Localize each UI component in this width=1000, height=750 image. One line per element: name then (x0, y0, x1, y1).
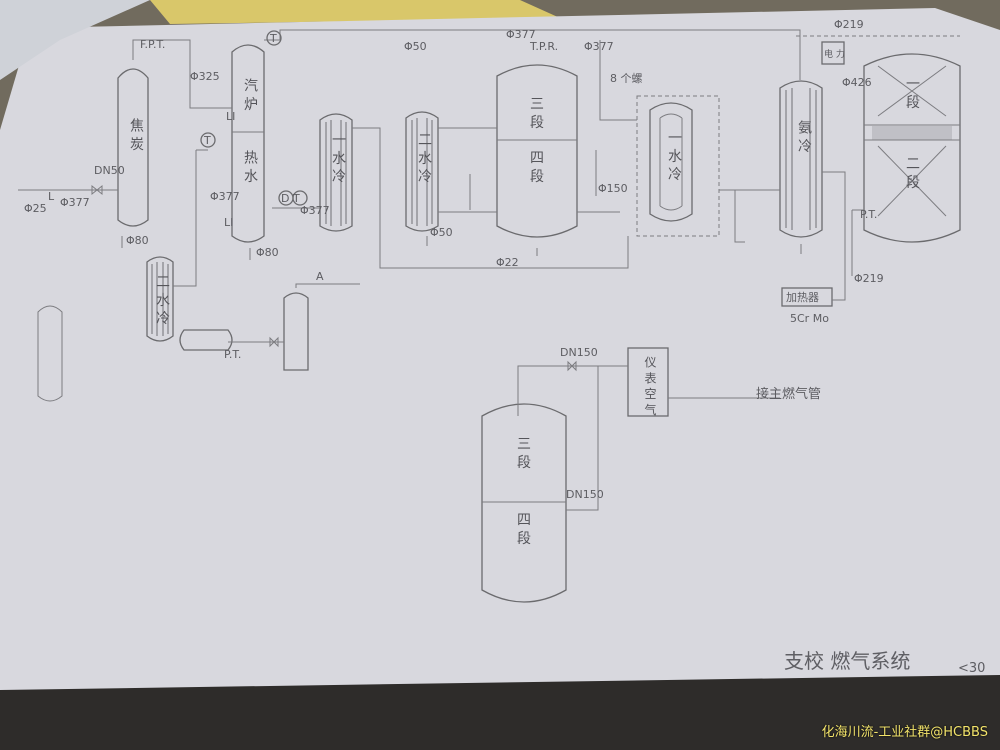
boiler-column: 汽 炉 热 水 (231, 44, 265, 243)
li-label: LI (224, 216, 233, 229)
d50b-label: Φ50 (430, 226, 453, 239)
t-top-label: T (269, 32, 277, 45)
stage34-bottom-label: 四 段 (528, 150, 544, 183)
d22-label: Φ22 (496, 256, 519, 269)
small-drum (283, 292, 309, 371)
paper-sheet (0, 8, 1000, 700)
water-cooler-3: 二 水 冷 (146, 256, 174, 342)
d219-label: Φ219 (834, 18, 864, 31)
stage34b-top-label: 三 段 (515, 436, 531, 469)
page-number: <30 (958, 661, 985, 676)
dn50-label: DN50 (94, 164, 125, 177)
horizontal-drum (179, 329, 233, 351)
d377-e-label: Φ377 (584, 40, 614, 53)
d50a-label: Φ50 (404, 40, 427, 53)
dn150-label: DN150 (560, 346, 598, 359)
cooler1-label: 一 水 冷 (330, 132, 346, 183)
shadow-edge (0, 675, 1000, 750)
stage34b-bottom-label: 四 段 (515, 512, 531, 545)
ammonia-cooler: 氨 冷 (779, 80, 823, 238)
d377-c-label: Φ377 (300, 204, 330, 217)
fpt-label: F.P.T. (140, 38, 165, 51)
reactor: 一 段 二 段 (863, 53, 961, 243)
catalyst-band (872, 126, 952, 140)
water-cooler-2: 二 水 冷 (405, 111, 439, 232)
cooler3-label: 二 水 冷 (154, 274, 170, 325)
main-air-label: 接主燃气管 (756, 386, 821, 402)
heater-box: 加热器 (781, 287, 833, 307)
pt2-label: P.T. (224, 348, 241, 361)
colored-paper-under (150, 0, 560, 24)
d80-label: Φ80 (126, 234, 149, 247)
paper-corner (0, 0, 150, 80)
d325-label: Φ325 (190, 70, 220, 83)
watermark: 化海川流-工业社群@HCBBS (821, 725, 988, 740)
tpr-label: T.P.R. (529, 40, 558, 53)
pt1-label: P.T. (860, 208, 877, 221)
flow-box-label: 电 力 (824, 48, 845, 60)
temperature-indicator-mid (200, 132, 216, 148)
boiler-top-label: 汽 炉 (242, 78, 258, 111)
l-label: L (48, 190, 55, 203)
dt-label: D T (281, 192, 300, 205)
d377-a-label: Φ377 (60, 196, 90, 209)
d80b-label: Φ80 (256, 246, 279, 259)
coke-tower: 焦 炭 (117, 68, 149, 227)
valves (91, 184, 577, 372)
dt-indicator-2 (292, 190, 308, 206)
piping (18, 29, 960, 511)
d219b-label: Φ219 (854, 272, 884, 285)
stage-34-vessel: 三 段 四 段 (496, 64, 578, 238)
main-cooler-label: 一 水 冷 (666, 130, 682, 181)
d25-label: Φ25 (24, 202, 47, 215)
signature: 支校 燃气系统 (784, 649, 910, 673)
dn150b-label: DN150 (566, 488, 604, 501)
boiler-bottom-label: 热 水 (242, 150, 258, 183)
water-cooler-1: 一 水 冷 (319, 113, 353, 232)
d150-label: Φ150 (598, 182, 628, 195)
temperature-indicator-top (266, 30, 282, 46)
reactor-bottom-label: 二 段 (904, 156, 920, 189)
instrument-box-label: 仪 表 空 气 (643, 356, 657, 415)
cooler2-label: 二 水 冷 (416, 132, 432, 183)
stage-34-lower-vessel: 三 段 四 段 (481, 403, 567, 603)
instrument-air-box: 仪 表 空 气 (627, 347, 669, 417)
a-label: A (316, 270, 324, 283)
main-water-cooler: 一 水 冷 (636, 95, 720, 237)
ammonia-cooler-label: 氨 冷 (796, 120, 812, 153)
bolt-label: 8 个螺 (610, 72, 643, 85)
heater-box-label: 加热器 (786, 291, 819, 304)
coke-tower-label: 焦 炭 (128, 118, 144, 151)
li-label-2: LI (226, 110, 235, 123)
d426-label: Φ426 (842, 76, 872, 89)
stage34-top-label: 三 段 (528, 96, 544, 129)
t-mid-label: T (203, 134, 211, 147)
d377-b-label: Φ377 (210, 190, 240, 203)
flow-box: 电 力 (821, 41, 845, 65)
faint-vessel (37, 305, 63, 402)
side-note-label: 5Cr Mo (790, 312, 829, 325)
reactor-top-label: 一 段 (904, 76, 920, 109)
d377-d-label: Φ377 (506, 28, 536, 41)
